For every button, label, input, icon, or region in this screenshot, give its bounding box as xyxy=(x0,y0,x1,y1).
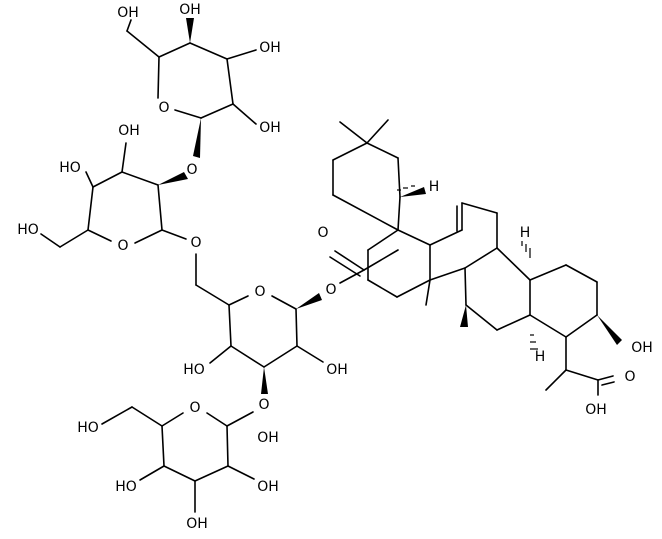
s4-oh-2-label: OH xyxy=(259,120,281,136)
s1-ring-oxygen: O xyxy=(254,284,265,300)
h-9-label: H xyxy=(520,225,531,241)
sugar-ring-bottom xyxy=(101,406,255,513)
s3-ch2oh-label: HO xyxy=(17,222,39,238)
s2-oh-bottom-label: OH xyxy=(186,516,208,532)
s4-ch2oh-label: OH xyxy=(117,5,139,21)
acid-carbonyl-oxygen: O xyxy=(624,369,635,385)
s4-ring-oxygen: O xyxy=(158,100,169,116)
sugar-ring-upper-left xyxy=(40,142,188,248)
ester-oxygen: O xyxy=(325,282,336,298)
h-5-label: H xyxy=(535,349,546,365)
s2-oh-3-label: OH xyxy=(257,479,279,495)
s4-oh-3-label: OH xyxy=(259,40,281,56)
s3-link-oxygen: O xyxy=(190,235,201,251)
s4-oh-top-label: OH xyxy=(179,2,201,18)
ester-carbonyl-oxygen: O xyxy=(317,225,328,241)
s3-ring-oxygen: O xyxy=(117,238,128,254)
acid-hydroxyl-label: OH xyxy=(585,402,607,418)
s1-oh-4-label: HO xyxy=(183,362,205,378)
s2-oh-2-label: OH xyxy=(257,430,279,446)
s3-oh-3-label: OH xyxy=(118,123,140,139)
s2-ring-oxygen: O xyxy=(189,400,200,416)
s3-oh-4-label: HO xyxy=(59,160,81,176)
ester-carbonyl xyxy=(329,249,399,284)
triterpene-core xyxy=(332,119,622,396)
sugar-ring-central xyxy=(195,253,324,394)
sugar-ring-top xyxy=(126,18,257,158)
s2-ch2oh-label: HO xyxy=(77,420,99,436)
s4-link-oxygen: O xyxy=(186,162,197,178)
h-18-label: H xyxy=(429,179,440,195)
s1-link-oxygen: O xyxy=(258,397,269,413)
s2-oh-4-label: HO xyxy=(115,479,137,495)
c3-hydroxyl-label: OH xyxy=(631,340,653,356)
stereo-hashes xyxy=(397,185,538,350)
s1-oh-2-label: OH xyxy=(326,362,348,378)
